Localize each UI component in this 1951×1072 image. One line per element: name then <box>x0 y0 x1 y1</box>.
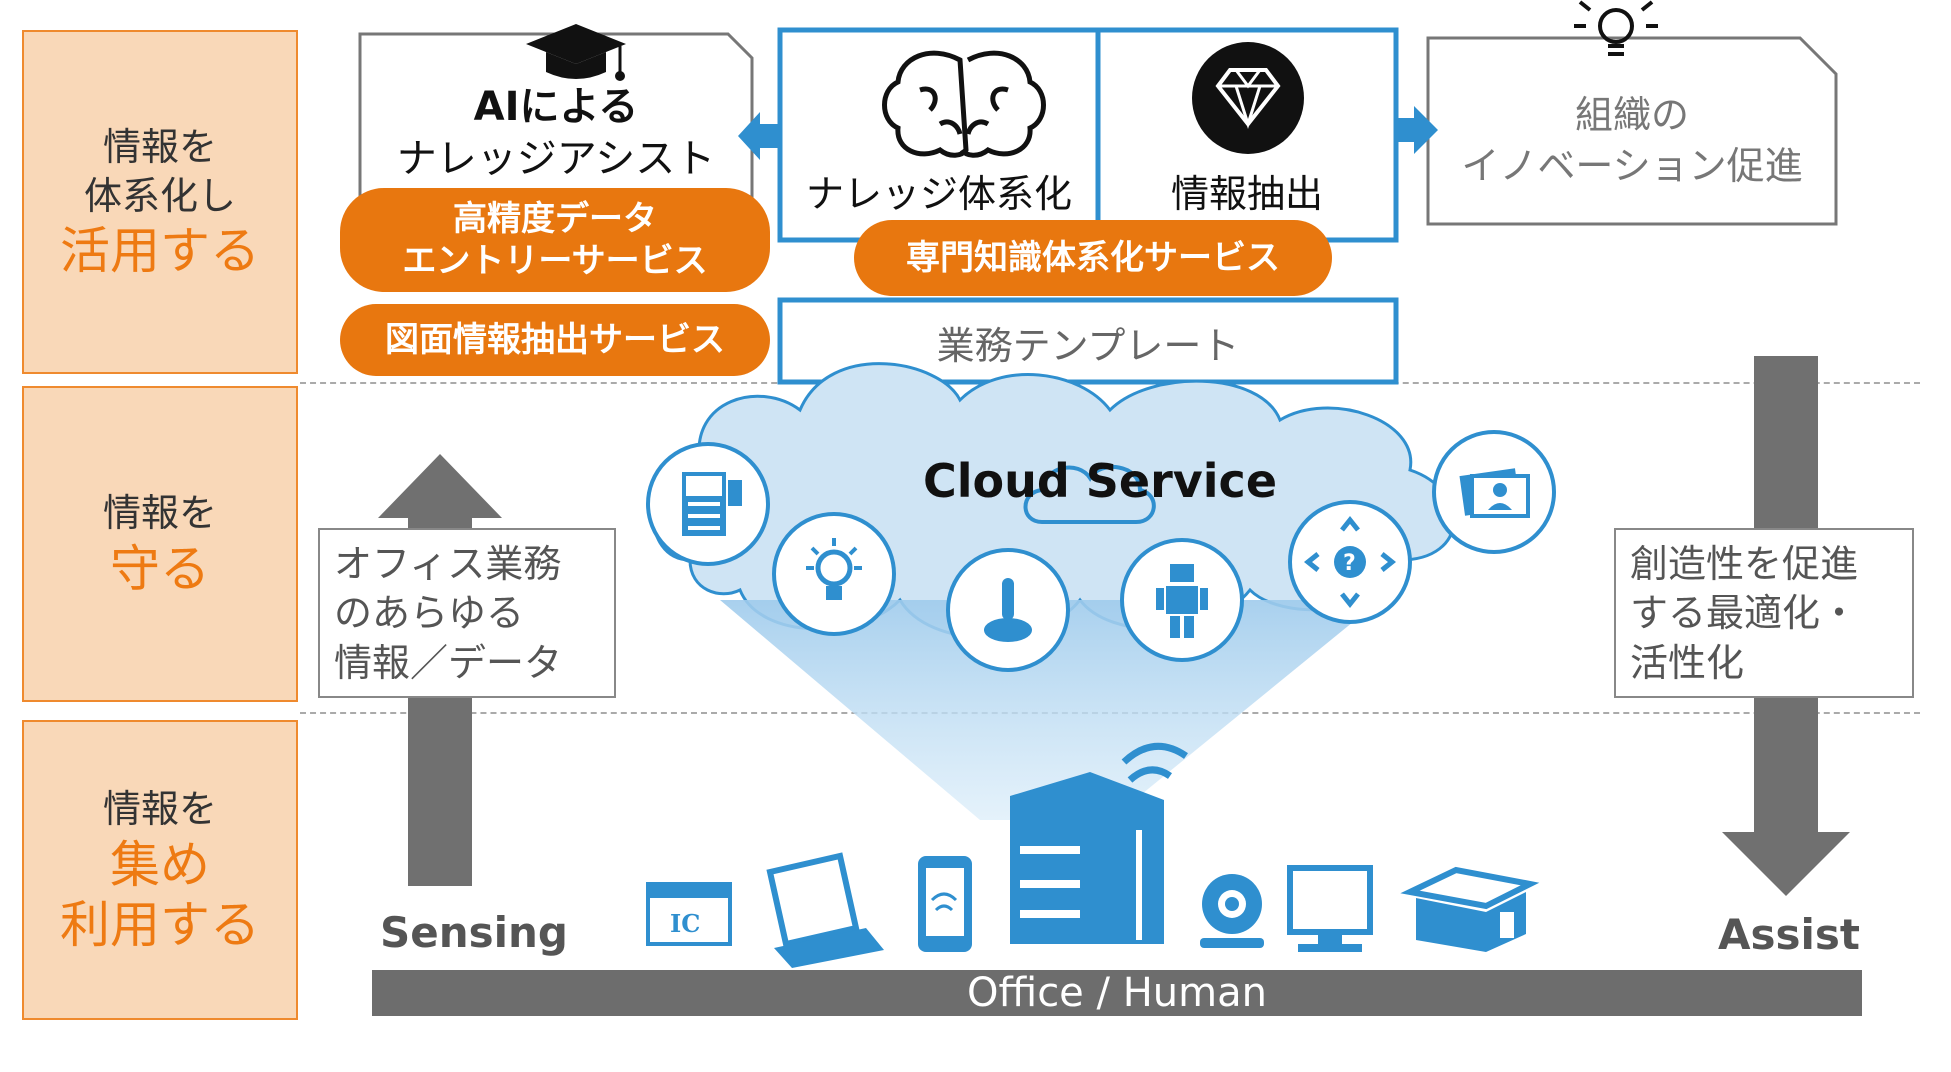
data-beam <box>720 600 1380 820</box>
data-entry-line1: 高精度データ <box>453 198 657 239</box>
row-label-utilize-line1: 情報を <box>102 124 217 169</box>
contact-cards-circle <box>1432 430 1556 554</box>
direction-circle: ? <box>1288 500 1412 624</box>
innovation-box <box>1426 36 1838 226</box>
lightbulb-icon <box>1574 0 1658 56</box>
row-label-protect-accent: 守る <box>110 539 210 598</box>
arrow-right-icon <box>1398 106 1438 154</box>
ic-card-icon: IC <box>646 882 732 946</box>
question-arrows-icon: ? <box>1303 515 1397 609</box>
row-label-utilize-accent: 活用する <box>60 222 260 281</box>
graduation-cap-icon <box>526 24 626 81</box>
joystick-circle <box>946 548 1070 672</box>
svg-text:IC: IC <box>670 909 700 938</box>
right-note-line1: 創造性を促進 <box>1630 542 1859 586</box>
contact-cards-icon <box>1459 468 1530 518</box>
left-note-line2: のあらゆる <box>334 591 525 636</box>
row-label-utilize: 情報を 体系化し 活用する <box>22 30 298 374</box>
cloud-service-title: Cloud Service <box>922 454 1278 508</box>
innovation-label: 組織の イノベーション促進 <box>1428 86 1836 196</box>
drawing-extraction-service: 図面情報抽出サービス <box>340 304 770 376</box>
multifunction-printer-icon <box>1010 772 1164 944</box>
row-label-collect: 情報を 集め 利用する <box>22 720 298 1020</box>
extraction-label: 情報抽出 <box>1170 171 1323 216</box>
row-label-protect: 情報を 守る <box>22 386 298 702</box>
filing-cabinet-icon <box>682 472 742 536</box>
office-human-label: Office / Human <box>967 970 1267 1016</box>
brain-icon <box>882 50 1046 158</box>
small-cloud-icon <box>1023 464 1156 524</box>
wifi-icon <box>1121 742 1188 783</box>
ai-assist-label: AIによる ナレッジアシスト <box>360 78 752 188</box>
knowledge-label: ナレッジ体系化 <box>805 171 1072 216</box>
sensing-label: Sensing <box>380 908 568 957</box>
arrow-left-icon <box>738 112 778 160</box>
left-note-line3: 情報／データ <box>334 640 563 685</box>
diamond-icon <box>1192 42 1304 154</box>
row-label-collect-accent2: 利用する <box>60 895 260 954</box>
right-note-line3: 活性化 <box>1630 640 1745 685</box>
expert-knowledge-service: 専門知識体系化サービス <box>854 220 1332 296</box>
assist-label: Assist <box>1718 910 1860 959</box>
smartphone-icon <box>918 856 972 952</box>
row-label-collect-line1: 情報を <box>102 787 217 832</box>
knowledge-box <box>777 27 1101 243</box>
row-label-collect-accent: 集め <box>110 835 210 894</box>
right-note: 創造性を促進 する最適化・ 活性化 <box>1614 528 1914 698</box>
data-entry-service: 高精度データ エントリーサービス <box>340 188 770 292</box>
robot-icon <box>1156 564 1208 638</box>
idea-circle <box>772 512 896 636</box>
webcam-icon <box>1200 874 1264 948</box>
ai-assist-line2: ナレッジアシスト <box>396 136 716 182</box>
row-label-protect-line1: 情報を <box>102 491 217 536</box>
lightbulb-blue-icon <box>806 538 862 600</box>
store-icon <box>1400 866 1540 952</box>
svg-text:?: ? <box>1343 551 1356 576</box>
innovation-line2: イノベーション促進 <box>1461 144 1803 188</box>
monitor-icon <box>1287 865 1373 952</box>
joystick-icon <box>984 578 1032 642</box>
row-label-utilize-line2: 体系化し <box>83 174 236 218</box>
ai-assist-line1: AIによる <box>473 84 639 130</box>
left-note-line1: オフィス業務 <box>334 542 562 586</box>
data-entry-line2: エントリーサービス <box>402 241 708 281</box>
bottom-bar <box>372 970 1862 1016</box>
robot-circle <box>1120 538 1244 662</box>
filing-cabinet-circle <box>646 442 770 566</box>
right-note-line2: する最適化・ <box>1630 591 1859 636</box>
laptop-icon <box>766 852 884 968</box>
left-note: オフィス業務 のあらゆる 情報／データ <box>318 528 616 698</box>
template-label: 業務テンプレート <box>936 323 1240 368</box>
innovation-line1: 組織の <box>1574 92 1689 137</box>
